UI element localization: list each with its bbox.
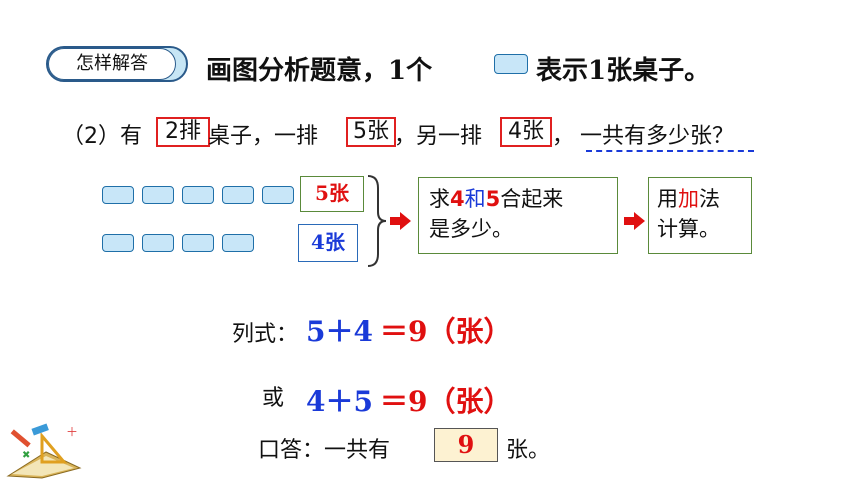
red-arrow-icon — [624, 212, 645, 230]
row2-label-box: 4张 — [298, 224, 358, 262]
step1-text-d: 是多少。 — [429, 217, 513, 241]
step1-text-and: 和 — [464, 187, 486, 211]
step2-box: 用加法 计算。 — [648, 177, 752, 254]
answer-suffix: 张。 — [506, 438, 551, 463]
svg-text:＋: ＋ — [66, 425, 78, 439]
equation2-label: 或 — [262, 386, 285, 411]
step1-num-4: 4 — [450, 187, 465, 211]
desk-icon — [102, 234, 134, 252]
row1-count-highlight: 5张 — [346, 117, 396, 147]
step2-text-a: 用 — [657, 187, 678, 211]
step2-text-d: 计算。 — [657, 217, 720, 241]
rows-count-highlight: 2排 — [156, 117, 210, 147]
step2-text-c: 法 — [699, 187, 720, 211]
step2-text-add: 加 — [678, 187, 699, 211]
desk-icon — [222, 186, 254, 204]
equation1-label: 列式： — [232, 322, 299, 347]
svg-text:✖: ✖ — [22, 450, 30, 461]
step1-box: 求4和5合起来 是多少。 — [418, 177, 618, 254]
desk-icon — [142, 186, 174, 204]
desk-icon — [182, 234, 214, 252]
desk-icon — [142, 234, 174, 252]
school-supplies-icon: ＋ ✖ — [6, 423, 82, 479]
equation2-result: ＝9（张） — [380, 385, 512, 418]
question-mid2: ，另一排 — [394, 124, 483, 149]
question-mid1: 桌子，一排 — [208, 124, 319, 149]
row2-count-highlight: 4张 — [500, 117, 552, 147]
header-text-before: 画图分析题意，1个 — [206, 56, 433, 86]
how-to-solve-badge: 怎样解答 — [48, 48, 176, 80]
step1-text-a: 求 — [429, 187, 450, 211]
desk-icon — [494, 54, 528, 74]
question-ask: 一共有多少张？ — [580, 124, 735, 149]
question-mid3: ， — [552, 124, 575, 149]
desk-icon — [182, 186, 214, 204]
equation1-result: ＝9（张） — [380, 315, 512, 348]
desk-icon — [262, 186, 294, 204]
header-text-after: 表示1张桌子。 — [536, 56, 711, 86]
step1-num-5: 5 — [485, 187, 501, 211]
step1-text-c: 合起来 — [500, 187, 564, 211]
curly-brace — [367, 175, 387, 267]
desk-icon — [102, 186, 134, 204]
desk-icon — [222, 234, 254, 252]
equation1-expr: 5＋4 — [306, 315, 373, 348]
question-underline — [586, 150, 754, 152]
answer-prefix: 口答：一共有 — [258, 438, 391, 463]
answer-value-box: 9 — [434, 428, 498, 462]
question-prefix: （2）有 — [62, 124, 142, 149]
row1-label-box: 5张 — [300, 176, 364, 212]
equation2-expr: 4＋5 — [306, 385, 373, 418]
red-arrow-icon — [390, 212, 411, 230]
